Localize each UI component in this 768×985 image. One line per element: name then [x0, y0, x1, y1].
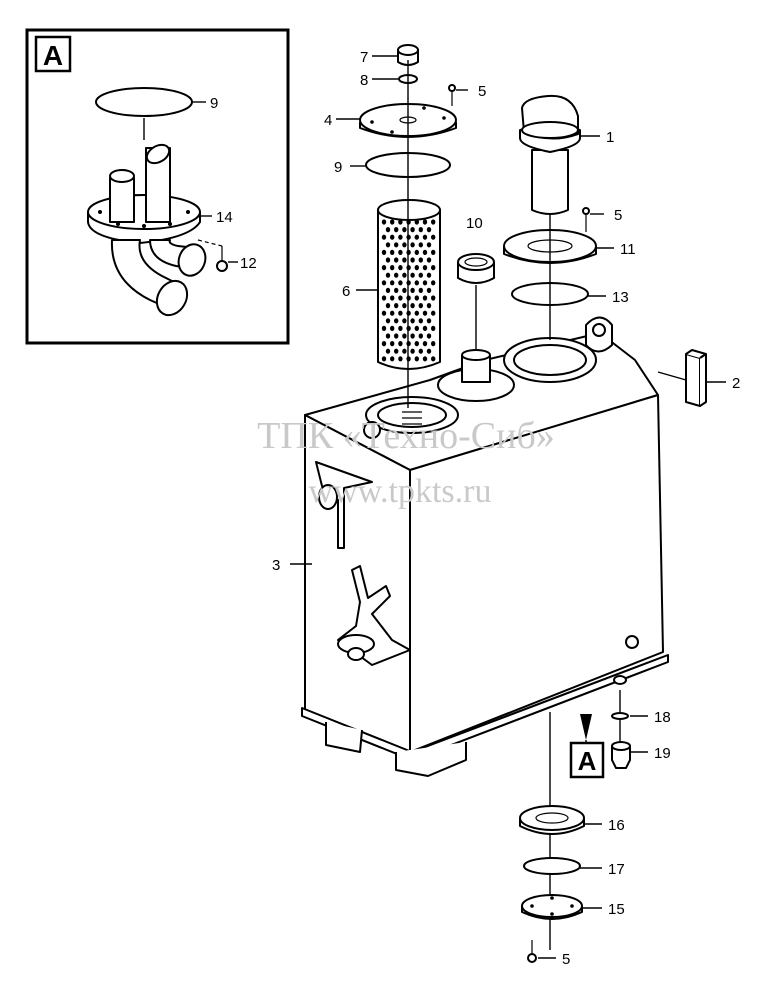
screw-part	[448, 84, 456, 106]
part-number-16: 15	[608, 901, 625, 918]
view-a-indicator: A	[569, 714, 605, 779]
part-number-8: 8	[360, 72, 368, 89]
sight-gauge-part	[457, 253, 495, 350]
part-number-5-top: 5	[478, 83, 486, 100]
drain-plug-part	[611, 741, 631, 769]
strainer-part	[377, 199, 441, 370]
part-number-1: 1	[606, 129, 614, 146]
watermark: ТПК «Техно-Сиб» www.tpkts.ru	[257, 415, 555, 510]
part-number-11: 11	[620, 241, 636, 258]
bracket-part	[685, 349, 707, 407]
part-number-12: 13	[612, 289, 629, 306]
breather-part	[519, 94, 581, 215]
part-number-19: 19	[654, 745, 671, 762]
part-number-15: 14	[216, 209, 233, 226]
view-a-indicator-label: A	[578, 746, 597, 776]
o-ring-part	[611, 712, 629, 720]
part-number-10: 10	[466, 215, 483, 232]
part-number-18: 17	[608, 861, 625, 878]
screw-part-3	[527, 940, 537, 963]
part-number-2: 2	[732, 375, 740, 392]
bottom-flange-part	[519, 805, 585, 835]
part-number-4: 4	[324, 112, 332, 129]
bottom-cover-part	[521, 894, 583, 920]
part-numbers: 9 14 12 7 8 5 4 9 6 10 1 5 11 13 2 3 18 …	[210, 49, 740, 968]
part-number-9-detail: 9	[210, 95, 218, 112]
detail-view-label: A	[43, 40, 63, 71]
hydraulic-tank	[301, 316, 669, 777]
part-number-17: 16	[608, 817, 625, 834]
part-number-3: 3	[272, 557, 280, 574]
detail-view-a: A	[25, 28, 290, 345]
filler-cap-part	[397, 44, 419, 66]
watermark-url: www.tpkts.ru	[309, 473, 492, 510]
screw-part-2	[582, 207, 590, 232]
gasket-part	[95, 87, 193, 117]
part-number-5-right: 5	[614, 207, 622, 224]
part-number-13: 12	[240, 255, 257, 272]
part-number-6: 6	[342, 283, 350, 300]
part-number-5-bottom: 5	[562, 951, 570, 968]
watermark-company: ТПК «Техно-Сиб»	[257, 415, 555, 457]
part-number-9: 9	[334, 159, 342, 176]
part-number-7: 7	[360, 49, 368, 66]
leader-lines	[192, 55, 726, 959]
part-number-14: 18	[654, 709, 671, 726]
gasket-part-4	[523, 857, 581, 875]
